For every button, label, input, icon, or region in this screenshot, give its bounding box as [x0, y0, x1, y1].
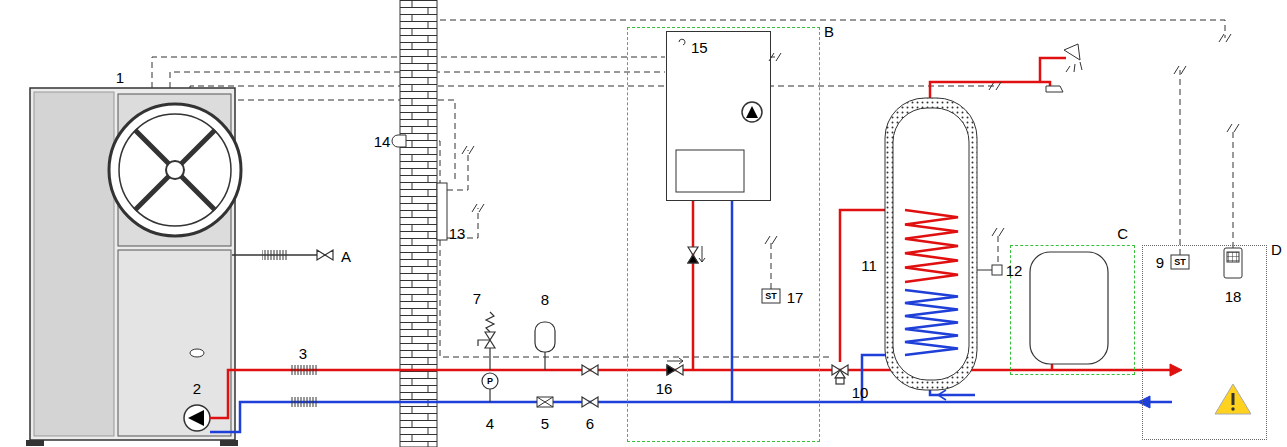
callout-number: 5 [541, 416, 549, 431]
wire-break [989, 82, 1001, 90]
callout-number: A [341, 249, 351, 264]
callout-number: 6 [586, 416, 594, 431]
sensor-box [762, 289, 780, 303]
expansion-vessel [535, 322, 555, 352]
wire-break [765, 236, 777, 244]
callout-number: 13 [449, 226, 466, 241]
group-region: C [1010, 245, 1135, 375]
wire-break [472, 204, 484, 212]
callout-number: 9 [1156, 255, 1164, 270]
node-label: C [1117, 226, 1128, 241]
warning-icon [1215, 384, 1251, 414]
room-thermostat [1224, 248, 1242, 278]
pressure-gauge [482, 373, 498, 389]
filter [537, 397, 553, 407]
node-label: D [1271, 242, 1282, 257]
sensor-box [1171, 255, 1189, 269]
tank-sensor [992, 265, 1002, 275]
boiler [665, 30, 770, 200]
callout-number: 14 [374, 134, 391, 149]
dhw-tank [885, 98, 977, 390]
callout-number: 12 [1006, 263, 1023, 278]
symbol-letter: ST [765, 292, 777, 301]
callout-number: 4 [486, 416, 494, 431]
shower [1046, 44, 1082, 92]
boiler-box: 15 [666, 31, 771, 201]
heat-pump-unit [26, 88, 241, 446]
callout-number: 10 [852, 385, 869, 400]
callout-number: 17 [787, 290, 804, 305]
flexible-hose [262, 250, 318, 407]
controller [437, 183, 447, 240]
heat-exchanger-coil [905, 290, 958, 355]
group-region: D [1142, 245, 1267, 440]
wire-break [1227, 124, 1239, 132]
node-label: 15 [691, 40, 708, 55]
valve [317, 247, 848, 407]
heat-exchanger-coil [905, 210, 958, 282]
callout-number: 16 [656, 381, 673, 396]
wire-break [1219, 34, 1231, 42]
wire-break [992, 228, 1004, 236]
callout-number: 18 [1225, 289, 1242, 304]
node-label: B [824, 24, 834, 39]
callout-number: 2 [193, 381, 201, 396]
wire-break [462, 146, 474, 154]
wire-break [1174, 66, 1186, 74]
buffer-vessel [1030, 252, 1108, 364]
callout-number: 8 [541, 292, 549, 307]
callout-number: 7 [473, 291, 481, 306]
symbol-letter: P [487, 377, 493, 386]
symbol-letter: ST [1174, 258, 1186, 267]
outdoor-sensor [392, 135, 406, 147]
wall [400, 0, 437, 447]
callout-number: 3 [299, 346, 307, 361]
callout-number: 1 [116, 70, 124, 85]
relief-valve [478, 312, 495, 370]
callout-number: 11 [861, 258, 877, 273]
